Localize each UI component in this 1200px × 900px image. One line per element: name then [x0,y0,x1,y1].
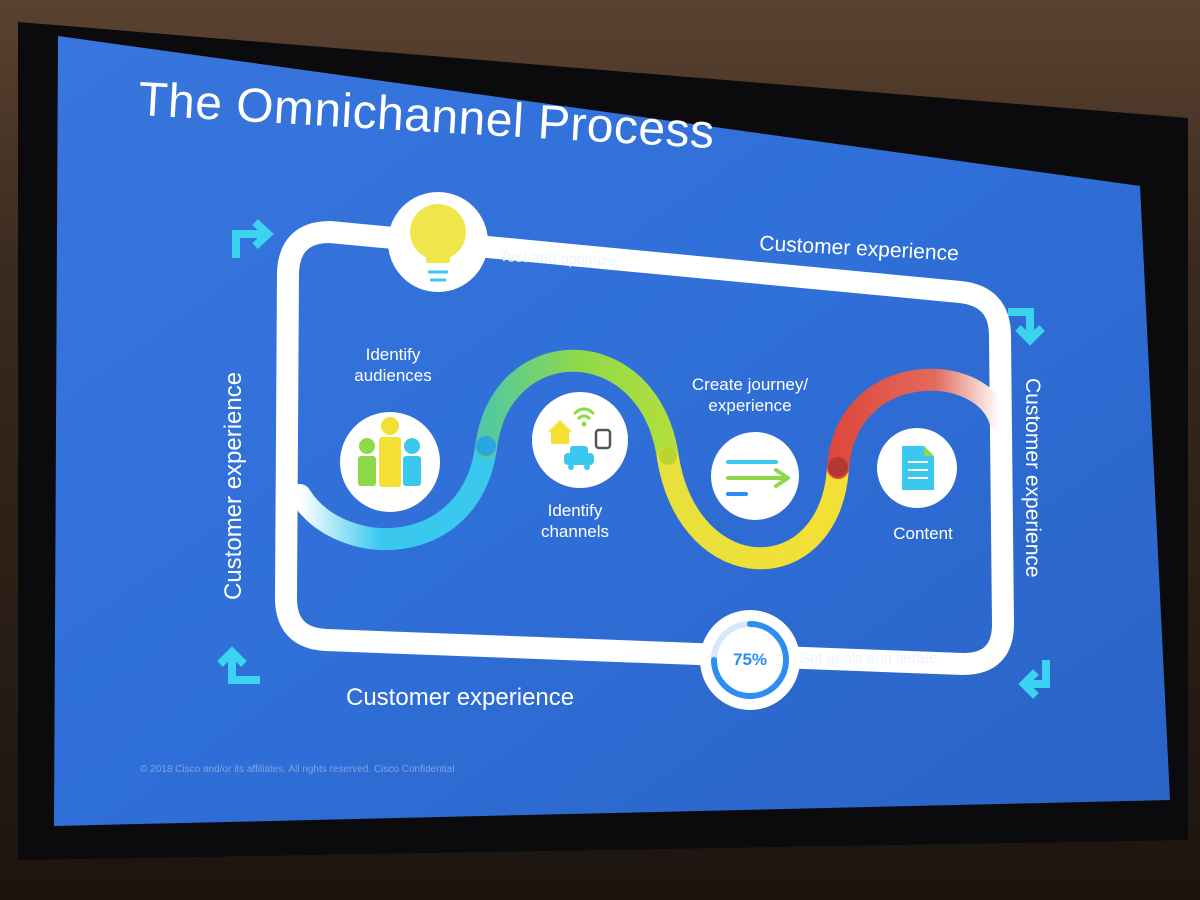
outer-loop-track [275,221,1014,675]
step-create-journey: Create journey/ experience [680,374,820,417]
audiences-node [340,412,440,512]
wave-dot-3 [828,457,848,477]
step-label-line2: audiences [354,366,432,386]
content-node [877,428,957,508]
step-label-line1: Identify [365,345,421,364]
step-label-line1: Content [893,524,953,543]
lightbulb-icon [388,192,488,292]
customer-experience-bottom: Customer experience [346,684,575,711]
step-label-line2: experience [708,396,792,416]
progress-percent-label: 75% [732,650,768,669]
customer-experience-right: Customer experience [1021,378,1044,578]
copyright-footer: © 2018 Cisco and/or its affiliates. All … [140,764,455,775]
corner-arrow-top-right-icon [1008,308,1045,346]
corner-arrow-top-left-icon [232,219,274,258]
channels-node [532,392,628,488]
home-wifi-car-watch-icon [548,407,612,470]
journey-node [711,432,799,520]
corner-arrow-bottom-left-icon [217,646,260,684]
set-goals-label: Set goals and iterate [800,650,938,667]
corner-arrow-bottom-right-icon [1018,660,1050,699]
wave-segment-red [827,368,1011,479]
people-group-icon [358,417,421,487]
arrow-lines-icon [726,460,790,496]
step-content: Content [878,523,968,544]
step-label-line1: Create journey/ [691,375,809,394]
step-label-line2: channels [540,522,610,542]
step-identify-channels: Identify channels [530,500,620,543]
customer-experience-left: Customer experience [220,371,247,600]
wave-dot-2 [659,447,677,465]
progress-ring-icon [700,610,800,710]
step-identify-audiences: Identify audiences [338,344,448,387]
step-label-line1: Identify [547,501,603,520]
wave-dot-1 [476,436,496,456]
document-icon [902,446,934,490]
wave-segment-yellow [657,447,849,570]
wave-segment-green [475,349,679,469]
wave-segment-cyan [289,437,497,551]
